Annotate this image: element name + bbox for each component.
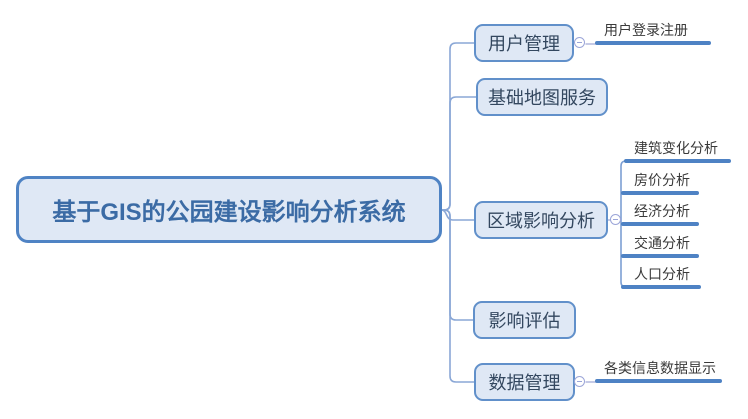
leaf-node-data-display[interactable]: 各类信息数据显示 <box>595 360 722 383</box>
connector-root-to-user-management <box>440 42 476 211</box>
leaf-underline <box>595 41 711 45</box>
leaf-underline <box>624 159 731 163</box>
leaf-underline <box>621 285 701 289</box>
collapse-toggle-user-management[interactable] <box>574 37 585 48</box>
branch-label: 用户管理 <box>488 34 560 54</box>
minus-icon <box>613 219 618 220</box>
leaf-label: 人口分析 <box>634 266 690 282</box>
leaf-label: 各类信息数据显示 <box>604 360 716 376</box>
connector-root-to-base-map <box>440 96 478 211</box>
connector-root-to-impact-assessment <box>440 209 475 321</box>
branch-node-impact-assessment[interactable]: 影响评估 <box>473 301 576 339</box>
branch-node-user-management[interactable]: 用户管理 <box>474 24 574 62</box>
leaf-underline <box>595 379 722 383</box>
leaf-label: 用户登录注册 <box>604 22 688 38</box>
branch-node-data-management[interactable]: 数据管理 <box>474 363 575 401</box>
minus-icon <box>577 381 582 382</box>
connector-root-to-data-management <box>440 209 476 383</box>
branch-label: 数据管理 <box>488 373 561 393</box>
leaf-node-building-change-analysis[interactable]: 建筑变化分析 <box>624 140 731 163</box>
central-topic-label: 基于GIS的公园建设影响分析系统 <box>52 199 406 226</box>
leaf-node-housing-price-analysis[interactable]: 房价分析 <box>621 172 699 195</box>
minus-icon <box>577 42 582 43</box>
branch-node-regional-impact-analysis[interactable]: 区域影响分析 <box>474 201 608 239</box>
branch-label: 影响评估 <box>488 311 561 331</box>
connector-root-to-regional-impact <box>440 209 476 221</box>
leaf-label: 交通分析 <box>634 234 690 251</box>
collapse-toggle-data-management[interactable] <box>574 376 585 387</box>
leaf-label: 房价分析 <box>634 171 690 188</box>
branch-node-base-map-service[interactable]: 基础地图服务 <box>476 78 608 116</box>
branch-label: 基础地图服务 <box>488 88 596 108</box>
leaf-node-traffic-analysis[interactable]: 交通分析 <box>621 235 699 258</box>
leaf-label: 建筑变化分析 <box>634 140 718 156</box>
leaf-node-user-login-register[interactable]: 用户登录注册 <box>595 22 711 45</box>
leaf-underline <box>621 222 699 226</box>
leaf-underline <box>621 190 699 195</box>
leaf-label: 经济分析 <box>634 203 690 219</box>
leaf-underline <box>621 253 699 258</box>
leaf-node-economic-analysis[interactable]: 经济分析 <box>621 203 699 226</box>
central-topic-node[interactable]: 基于GIS的公园建设影响分析系统 <box>16 176 442 243</box>
branch-label: 区域影响分析 <box>487 211 595 231</box>
collapse-toggle-regional-impact[interactable] <box>610 214 621 225</box>
leaf-node-population-analysis[interactable]: 人口分析 <box>621 266 701 289</box>
